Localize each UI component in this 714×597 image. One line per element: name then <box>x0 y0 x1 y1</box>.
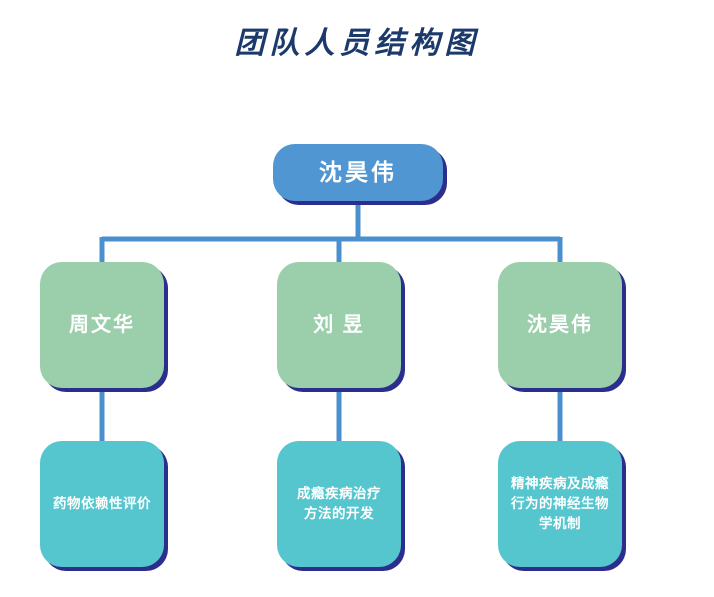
node-member-1[interactable]: 周文华 <box>40 262 164 388</box>
node-member-1-label: 周文华 <box>69 314 135 336</box>
node-member-2-label: 刘 昱 <box>313 314 365 336</box>
node-research-area-3[interactable]: 精神疾病及成瘾 行为的神经生物 学机制 <box>498 441 622 567</box>
node-research-area-1-label: 药物依赖性评价 <box>53 495 151 511</box>
page-title: 团队人员结构图 <box>234 26 480 61</box>
node-research-area-2-label: 成瘾疾病治疗 方法的开发 <box>297 485 381 521</box>
node-root[interactable]: 沈昊伟 <box>273 144 443 201</box>
node-research-area-3-label: 精神疾病及成瘾 行为的神经生物 学机制 <box>511 475 609 532</box>
node-research-area-1[interactable]: 药物依赖性评价 <box>40 441 164 567</box>
node-research-area-2[interactable]: 成瘾疾病治疗 方法的开发 <box>277 441 401 567</box>
node-member-2[interactable]: 刘 昱 <box>277 262 401 388</box>
node-member-3-label: 沈昊伟 <box>527 314 593 336</box>
node-member-3[interactable]: 沈昊伟 <box>498 262 622 388</box>
node-root-label: 沈昊伟 <box>319 159 397 186</box>
